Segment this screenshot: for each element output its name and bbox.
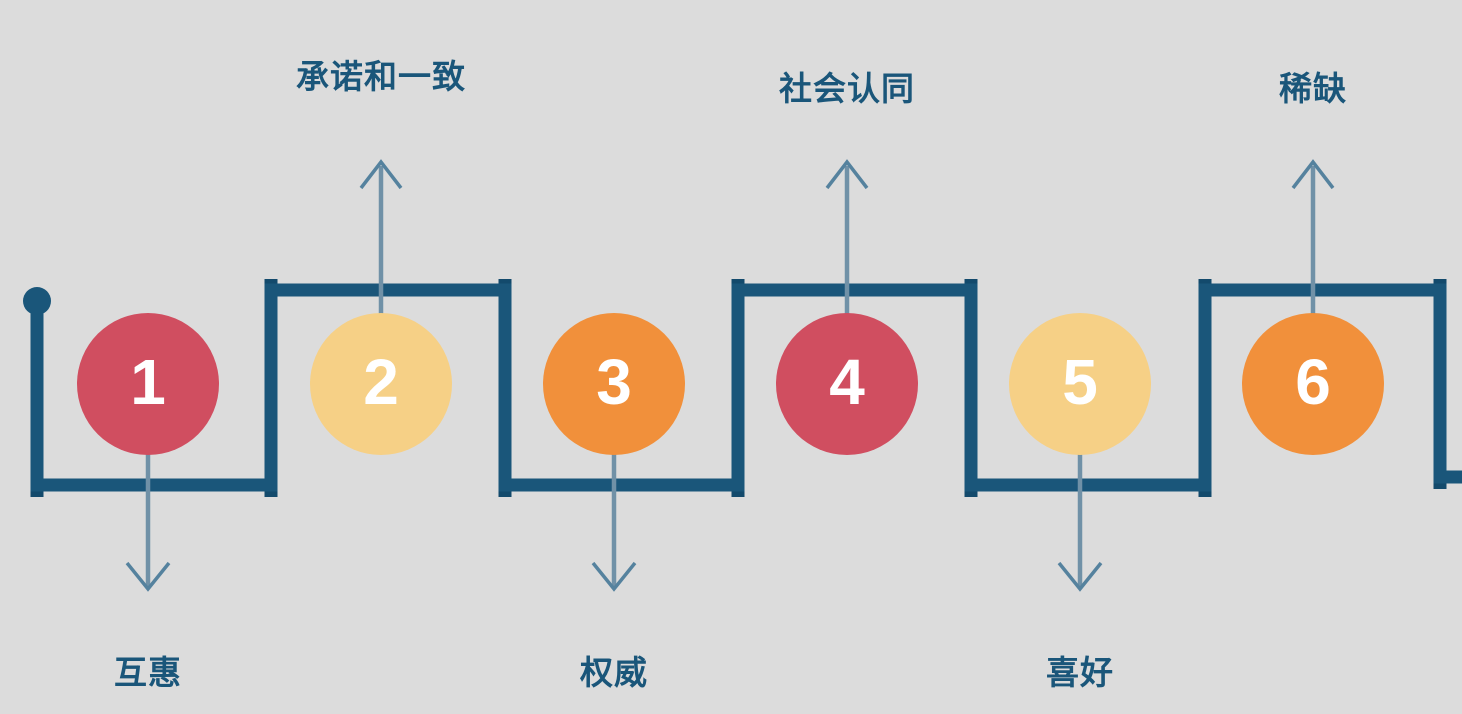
corner-caps [30, 279, 1447, 497]
arrow-up-icon [359, 159, 403, 190]
step-label-social-proof: 社会认同 [779, 70, 915, 107]
step-number: 5 [1062, 346, 1098, 418]
flow-start-dot [23, 287, 51, 315]
step-circle-2: 2 [310, 313, 452, 455]
step-label-reciprocity: 互惠 [114, 654, 182, 691]
step-label-scarcity: 稀缺 [1279, 70, 1347, 107]
step-number: 4 [829, 346, 865, 418]
arrow-down-icon [591, 561, 637, 592]
step-label-commitment-consistency: 承诺和一致 [296, 58, 466, 95]
step-number: 3 [596, 346, 632, 418]
flow-line [30, 283, 1462, 492]
step-number: 6 [1295, 346, 1331, 418]
arrow-up-icon [1291, 159, 1335, 190]
step-circle-4: 4 [776, 313, 918, 455]
step-label-liking: 喜好 [1046, 654, 1114, 691]
arrow-up-icon [825, 159, 869, 190]
step-number: 1 [130, 346, 166, 418]
arrow-down-icon [1057, 561, 1103, 592]
step-circle-5: 5 [1009, 313, 1151, 455]
step-circle-6: 6 [1242, 313, 1384, 455]
step-circle-3: 3 [543, 313, 685, 455]
step-label-authority: 权威 [580, 654, 648, 691]
step-number: 2 [363, 346, 399, 418]
step-circle-1: 1 [77, 313, 219, 455]
arrow-down-icon [125, 561, 171, 592]
